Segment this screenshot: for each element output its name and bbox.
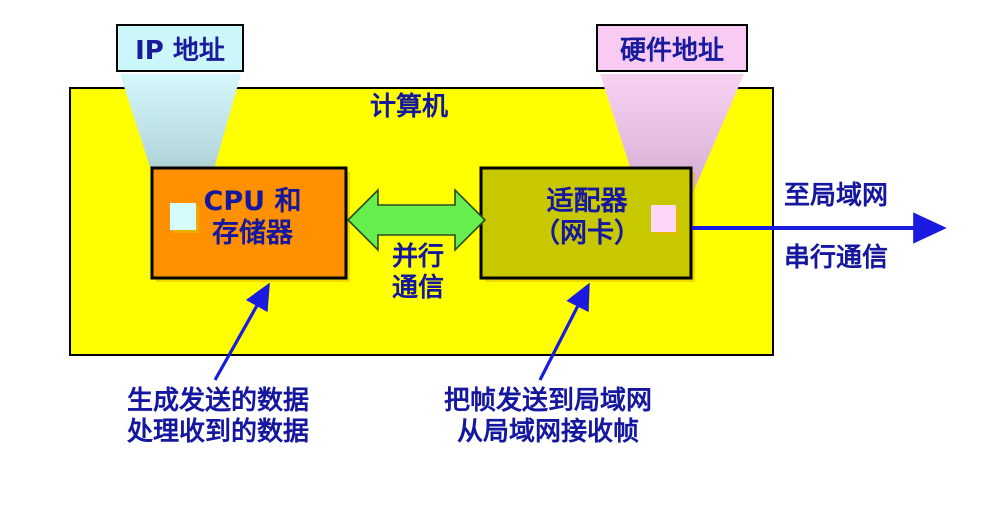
parallel-communication-label: 并行 通信 <box>378 242 458 303</box>
computer-title: 计算机 <box>370 92 449 122</box>
hardware-address-label: 硬件地址 <box>596 24 748 72</box>
hardware-address-label-text: 硬件地址 <box>619 35 724 66</box>
ip-address-label: IP 地址 <box>116 24 244 72</box>
cpu-note-line2: 处理收到的数据 <box>126 416 309 447</box>
parallel-communication-line1: 并行 <box>391 242 444 272</box>
parallel-communication-arrow <box>346 188 487 252</box>
adapter-note-line1: 把帧发送到局域网 <box>443 386 652 416</box>
ip-cone-tip-square <box>170 203 196 230</box>
annotation-arrow-cpu <box>213 282 270 381</box>
hardware-address-cone <box>600 74 744 232</box>
cpu-block-label-line1: CPU 和 <box>203 186 302 217</box>
cpu-note-line1: 生成发送的数据 <box>126 386 309 416</box>
serial-communication-label: 串行通信 <box>784 243 889 273</box>
adapter-note-line2: 从局域网接收帧 <box>456 416 639 447</box>
cpu-note: 生成发送的数据 处理收到的数据 <box>83 386 353 447</box>
parallel-communication-line2: 通信 <box>391 272 444 303</box>
adapter-note: 把帧发送到局域网 从局域网接收帧 <box>408 386 688 447</box>
adapter-block-label-line1: 适配器 <box>546 186 628 217</box>
annotation-arrow-adapter <box>538 282 590 381</box>
adapter-block-label: 适配器 （网卡） <box>496 186 678 250</box>
ip-address-cone <box>120 74 241 232</box>
adapter-block-label-line2: （网卡） <box>533 217 641 249</box>
cpu-block-label-line2: 存储器 <box>212 217 293 249</box>
cpu-block-label: CPU 和 存储器 <box>165 186 340 250</box>
to-lan-label: 至局域网 <box>784 181 889 211</box>
ip-address-label-text: IP 地址 <box>135 35 225 66</box>
hw-cone-tip-square <box>651 205 676 232</box>
